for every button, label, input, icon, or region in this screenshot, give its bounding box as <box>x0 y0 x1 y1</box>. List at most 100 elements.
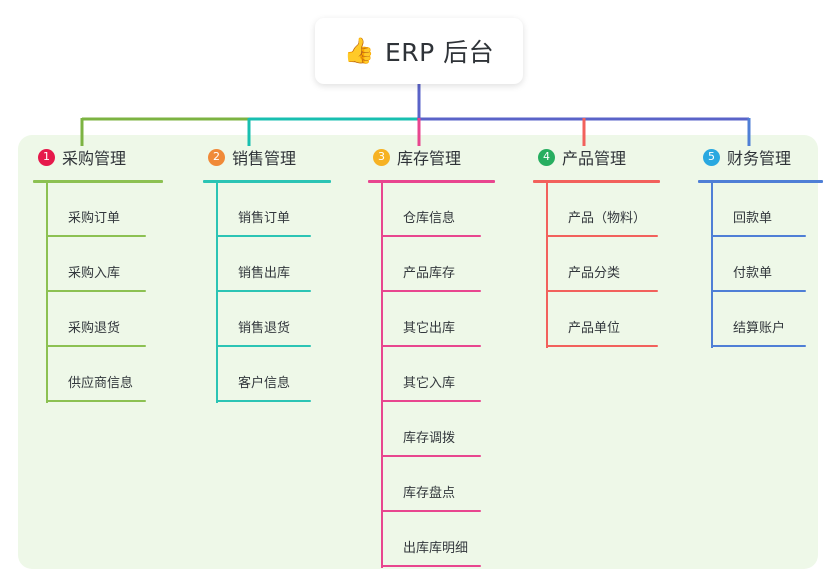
menu-item-label: 采购入库 <box>68 266 121 281</box>
menu-item-label: 出库库明细 <box>403 541 469 556</box>
column-items: 采购订单采购入库采购退货供应商信息 <box>46 183 216 403</box>
menu-item[interactable]: 采购订单 <box>46 183 216 238</box>
menu-item-rule <box>381 565 481 567</box>
menu-item[interactable]: 回款单 <box>711 183 839 238</box>
menu-item-rule <box>381 290 481 292</box>
menu-item[interactable]: 库存调拨 <box>381 403 546 458</box>
menu-item[interactable]: 供应商信息 <box>46 348 216 403</box>
column-header-rule <box>203 180 331 183</box>
thumbs-up-icon: 👍 <box>343 35 375 65</box>
menu-item-rule <box>711 290 806 292</box>
menu-item-rule <box>381 510 481 512</box>
column-title: 库存管理 <box>397 149 462 168</box>
column-spine <box>711 183 713 348</box>
menu-item[interactable]: 采购入库 <box>46 238 216 293</box>
menu-item-rule <box>381 235 481 237</box>
column-number-badge: 1 <box>38 148 55 166</box>
menu-item-label: 产品库存 <box>403 266 456 281</box>
menu-item-label: 销售出库 <box>238 266 291 281</box>
column-header-rule <box>698 180 823 183</box>
menu-item[interactable]: 其它入库 <box>381 348 546 403</box>
menu-item[interactable]: 销售订单 <box>216 183 381 238</box>
menu-item-rule <box>46 290 146 292</box>
column-title: 财务管理 <box>727 149 792 168</box>
menu-item-label: 仓库信息 <box>403 211 456 226</box>
column-title: 产品管理 <box>562 149 627 168</box>
menu-item[interactable]: 仓库信息 <box>381 183 546 238</box>
menu-item-label: 付款单 <box>733 266 773 281</box>
menu-item[interactable]: 销售出库 <box>216 238 381 293</box>
menu-item[interactable]: 产品库存 <box>381 238 546 293</box>
menu-item-rule <box>381 400 481 402</box>
menu-item-rule <box>711 345 806 347</box>
menu-item-label: 产品（物料） <box>568 211 647 226</box>
column-items: 销售订单销售出库销售退货客户信息 <box>216 183 381 403</box>
column-items: 产品（物料） 产品分类产品单位 <box>546 183 711 348</box>
column-header-rule <box>533 180 660 183</box>
column-5: 5 财务管理回款单付款单结算账户 <box>683 135 823 569</box>
menu-item[interactable]: 付款单 <box>711 238 839 293</box>
menu-item[interactable]: 客户信息 <box>216 348 381 403</box>
column-header-rule <box>33 180 163 183</box>
menu-item-rule <box>216 345 311 347</box>
column-spine <box>546 183 548 348</box>
root-title-card[interactable]: 👍 ERP 后台 <box>315 18 523 84</box>
menu-item-label: 采购退货 <box>68 321 121 336</box>
menu-item[interactable]: 产品单位 <box>546 293 711 348</box>
column-number-badge: 5 <box>703 148 720 166</box>
column-header-rule <box>368 180 495 183</box>
diagram-panel-background <box>18 135 818 569</box>
column-number-badge: 4 <box>538 148 555 166</box>
column-items: 仓库信息产品库存其它出库其它入库库存调拨库存盘点出库库明细 <box>381 183 546 568</box>
connector-lines <box>80 84 751 146</box>
menu-item-label: 供应商信息 <box>68 376 134 391</box>
menu-item[interactable]: 产品分类 <box>546 238 711 293</box>
menu-item-label: 销售退货 <box>238 321 291 336</box>
menu-item-rule <box>711 235 806 237</box>
column-header-5[interactable]: 5 财务管理 <box>703 135 818 171</box>
menu-item-label: 其它入库 <box>403 376 456 391</box>
menu-item[interactable]: 结算账户 <box>711 293 839 348</box>
column-4: 4 产品管理产品（物料） 产品分类产品单位 <box>518 135 683 569</box>
menu-item[interactable]: 产品（物料） <box>546 183 711 238</box>
menu-item-rule <box>381 455 481 457</box>
page-title: ERP 后台 <box>384 38 495 67</box>
menu-item-label: 客户信息 <box>238 376 291 391</box>
column-spine <box>216 183 218 403</box>
menu-item-label: 产品分类 <box>568 266 621 281</box>
menu-item-rule <box>46 345 146 347</box>
menu-item-label: 库存盘点 <box>403 486 456 501</box>
menu-item-rule <box>46 400 146 402</box>
menu-item-rule <box>546 235 658 237</box>
menu-item-rule <box>381 345 481 347</box>
menu-item-rule <box>546 345 658 347</box>
column-number-badge: 2 <box>208 148 225 166</box>
column-items: 回款单付款单结算账户 <box>711 183 839 348</box>
menu-item[interactable]: 库存盘点 <box>381 458 546 513</box>
menu-item[interactable]: 其它出库 <box>381 293 546 348</box>
menu-item-rule <box>216 235 311 237</box>
menu-item-label: 其它出库 <box>403 321 456 336</box>
menu-item[interactable]: 销售退货 <box>216 293 381 348</box>
menu-item-rule <box>546 290 658 292</box>
menu-item-label: 采购订单 <box>68 211 121 226</box>
menu-item-label: 回款单 <box>733 211 773 226</box>
column-number-badge: 3 <box>373 148 390 166</box>
menu-item[interactable]: 采购退货 <box>46 293 216 348</box>
menu-item-label: 产品单位 <box>568 321 621 336</box>
column-spine <box>381 183 383 568</box>
column-header-1[interactable]: 1 采购管理 <box>38 135 188 171</box>
menu-item-label: 库存调拨 <box>403 431 456 446</box>
menu-item[interactable]: 出库库明细 <box>381 513 546 568</box>
menu-item-rule <box>46 235 146 237</box>
column-header-4[interactable]: 4 产品管理 <box>538 135 683 171</box>
column-header-3[interactable]: 3 库存管理 <box>373 135 518 171</box>
column-title: 采购管理 <box>62 149 127 168</box>
column-3: 3 库存管理仓库信息产品库存其它出库其它入库库存调拨库存盘点出库库明细 <box>353 135 518 569</box>
menu-item-rule <box>216 400 311 402</box>
menu-item-label: 结算账户 <box>733 321 786 336</box>
column-spine <box>46 183 48 403</box>
